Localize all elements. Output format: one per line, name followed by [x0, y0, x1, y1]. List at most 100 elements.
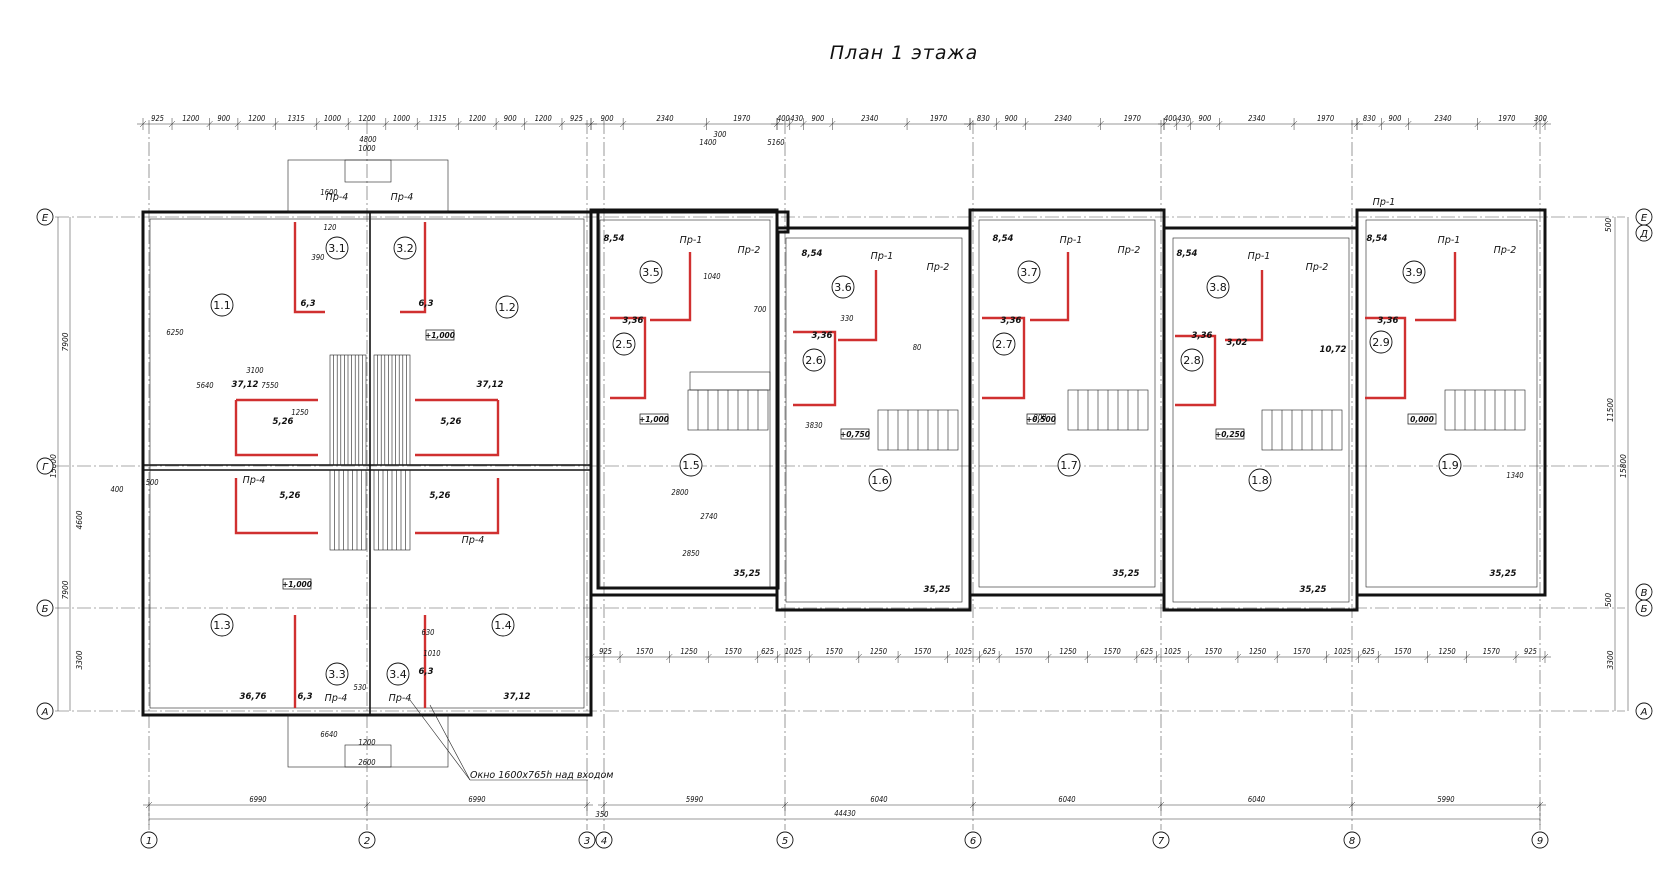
partition-8 [415, 478, 500, 535]
area-unit-1: 35,25 [734, 569, 761, 579]
bottom-dim-units-label: 1570 [1205, 647, 1222, 656]
room-label-1.7: 1.7 [1060, 459, 1078, 472]
area-wc-5: 3,36 [1378, 316, 1399, 326]
area-left-6: 5,26 [441, 417, 462, 427]
top-dim-unit-4-label: 1970 [1317, 114, 1334, 123]
partition-12 [1225, 270, 1264, 342]
axis-label-right-Б: Б [1641, 604, 1648, 615]
top-dim-unit-2-label: 430 [790, 114, 803, 123]
area-wc-4: 3,36 [1192, 331, 1213, 341]
axis-label-left-А: А [41, 707, 49, 718]
top-dim-unit-4-label: 430 [1177, 114, 1190, 123]
misc-dim-6: 2600 [358, 758, 375, 767]
misc-dim-12: 2800 [671, 488, 688, 497]
top-dim-unit-3-label: 1970 [1124, 114, 1141, 123]
bottom-dim-units-label: 1250 [870, 647, 887, 656]
unit-1.5-wall [589, 208, 779, 597]
top-dim-unit-1-label: 2340 [656, 114, 673, 123]
room-bubble-3.7 [1017, 260, 1041, 284]
room-bubble-1.3 [210, 613, 234, 637]
opening-pr4-4: Пр-4 [462, 535, 485, 546]
axis-label-right-В: В [1641, 588, 1648, 599]
axis-bubble-6 [964, 831, 982, 849]
bottom-dim-left-label: 6990 [468, 795, 485, 804]
room-label-3.9: 3.9 [1405, 266, 1423, 279]
room-bubble-1.1 [210, 293, 234, 317]
axis-label-8: 8 [1349, 836, 1355, 847]
area-left-4: 37,12 [504, 692, 531, 702]
room-label-3.2: 3.2 [396, 242, 414, 255]
misc-dim-8: 7550 [261, 381, 278, 390]
room-bubble-1.9 [1438, 453, 1462, 477]
misc-dim-20: 80 [913, 343, 922, 352]
opening-pr4-6: Пр-4 [389, 693, 412, 704]
room-label-1.3: 1.3 [213, 619, 231, 632]
opening-pr1-3: Пр-1 [1060, 235, 1083, 246]
top-dim-unit-1-label: 1970 [733, 114, 750, 123]
right-dim-5: 500 [1604, 593, 1613, 608]
top-dim-unit-5-label: 830 [1363, 114, 1376, 123]
misc-dim-16: 1400 [699, 138, 716, 147]
misc-dim-27: 1040 [703, 272, 720, 281]
misc-dim-14: 330 [841, 314, 854, 323]
top-dim-unit-3-label: 2340 [1055, 114, 1072, 123]
level-mark-5: +0,500 [1026, 415, 1056, 424]
right-dim-4: 500 [1604, 218, 1613, 233]
area-left-5: 5,26 [273, 417, 294, 427]
area-extra-1: 3,02 [1227, 338, 1248, 348]
room-bubble-3.3 [325, 662, 349, 686]
opening-pr2-5: Пр-2 [1494, 245, 1517, 256]
room-bubble-1.2 [495, 295, 519, 319]
opening-pr1-2: Пр-1 [871, 251, 894, 262]
stair-1.7 [1067, 389, 1149, 431]
total-length-label: 44430 [834, 809, 855, 818]
axis-bubble-left-А [36, 702, 54, 720]
room-bubble-3.2 [393, 236, 417, 260]
misc-dim-2: 1600 [320, 188, 337, 197]
bottom-dim-units-label: 1570 [1293, 647, 1310, 656]
stair-1.6 [877, 409, 959, 451]
bottom-dim-units-label: 1025 [785, 647, 802, 656]
bottom-dim-units-label: 925 [599, 647, 612, 656]
axis-bubble-3 [578, 831, 596, 849]
axis-bubble-left-Е [36, 208, 54, 226]
room-bubble-2.5 [612, 332, 636, 356]
misc-dim-18: 3830 [805, 421, 822, 430]
room-bubble-1.5 [679, 453, 703, 477]
area-left-1: 37,12 [232, 380, 259, 390]
left-dim-2: 15800 [49, 454, 58, 478]
top-dim-unit-3-label: 900 [1005, 114, 1018, 123]
bottom-dim-right-label: 6040 [1058, 795, 1075, 804]
partition-11 [1030, 252, 1070, 322]
bottom-dim-left-label: 6990 [249, 795, 266, 804]
room-bubble-3.4 [386, 662, 410, 686]
bottom-dim-units-label: 1570 [826, 647, 843, 656]
room-bubble-3.1 [325, 236, 349, 260]
bottom-dim-right-label: 5990 [686, 795, 703, 804]
top-dim-left-label: 925 [151, 114, 164, 123]
axis-label-left-Б: Б [42, 604, 49, 615]
top-dim-left-label: 1200 [182, 114, 199, 123]
bottom-dim-units-label: 625 [983, 647, 996, 656]
level-mark-4: +0,750 [840, 430, 870, 439]
level-mark-6: +0,250 [1215, 430, 1245, 439]
partition-17 [1175, 334, 1217, 407]
left-dim-1: 7900 [61, 332, 70, 351]
room-label-1.4: 1.4 [494, 619, 512, 632]
opening-pr2-2: Пр-2 [927, 262, 950, 273]
bottom-dim-units-label: 1570 [1015, 647, 1032, 656]
room-bubble-2.8 [1180, 348, 1204, 372]
opening-pr4-5: Пр-4 [325, 693, 348, 704]
top-dim-unit-4-label: 400 [1164, 114, 1177, 123]
stairs [329, 354, 1526, 551]
bottom-dim-units-label: 1570 [914, 647, 931, 656]
axis-label-left-Г: Г [42, 462, 49, 473]
opening-pr2-4: Пр-2 [1306, 262, 1329, 273]
misc-dim-19: 2740 [700, 512, 717, 521]
room-bubble-2.7 [992, 332, 1016, 356]
axis-bubble-right-Б [1635, 599, 1653, 617]
misc-dim-29: 1250 [291, 408, 308, 417]
opening-pr4-2: Пр-4 [391, 192, 414, 203]
axis-label-right-Д: Д [1639, 229, 1648, 240]
partition-13 [1415, 252, 1457, 322]
